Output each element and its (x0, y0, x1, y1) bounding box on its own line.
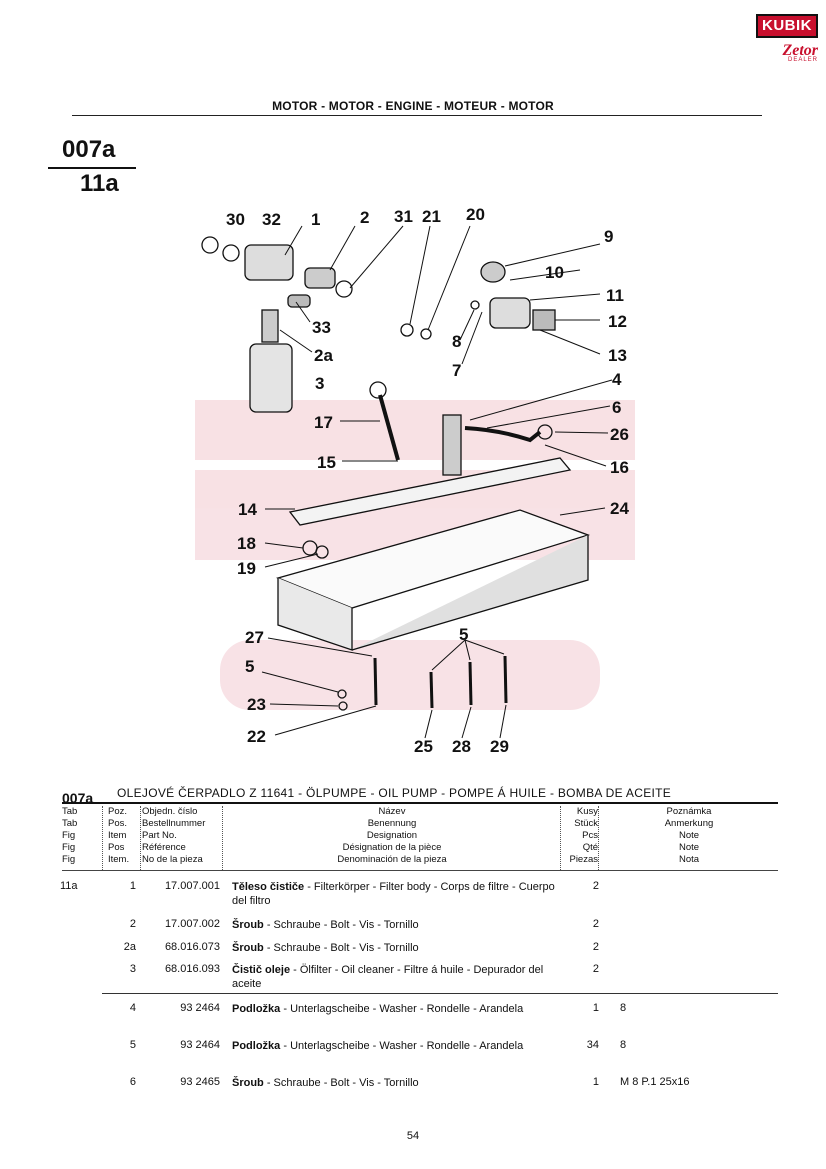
callout-18: 18 (237, 534, 256, 553)
callout-25: 25 (414, 737, 433, 756)
callout-21: 21 (422, 207, 441, 226)
section-number: 007a (62, 136, 116, 163)
callout-17: 15 (317, 453, 336, 472)
callout-28: 28 (452, 737, 471, 756)
callout-6: 6 (612, 398, 621, 417)
callout-5a: 5 (459, 625, 468, 644)
callout-8: 8 (452, 332, 461, 351)
logo-dealer: DEALER (787, 57, 818, 63)
callout-11: 11 (606, 286, 624, 305)
table-title: OLEJOVÉ ČERPADLO Z 11641 - ÖLPUMPE - OIL… (117, 786, 672, 800)
header-divider (72, 115, 762, 116)
callout-4: 4 (612, 370, 622, 389)
callout-5b: 5 (245, 657, 254, 676)
dealer-logo: KUBIK Zetor DEALER (756, 14, 818, 72)
callout-9: 9 (604, 227, 613, 246)
logo-sub: Zetor (782, 42, 818, 59)
callout-13: 13 (608, 346, 627, 365)
callout-3: 3 (315, 374, 324, 393)
callout-30: 30 (226, 210, 245, 229)
table-top-rule (62, 802, 778, 804)
figure-number: 11a (80, 170, 119, 197)
section-divider (48, 167, 136, 169)
callout-19: 19 (237, 559, 256, 578)
callout-32: 32 (262, 210, 281, 229)
callout-1: 1 (311, 210, 320, 229)
callout-31: 31 (394, 207, 413, 226)
callout-27: 27 (245, 628, 264, 647)
callout-22: 22 (247, 727, 266, 746)
callout-16: 17 (314, 413, 333, 432)
callout-29: 29 (490, 737, 509, 756)
header-bottom-rule (62, 870, 778, 871)
callout-10: 10 (545, 263, 564, 282)
callout-2: 2 (360, 208, 369, 227)
logo-brand: KUBIK (756, 14, 818, 38)
exploded-parts-diagram: 30 32 1 2 31 21 20 9 10 11 12 13 33 2a 3… (195, 205, 635, 756)
callout-20: 20 (466, 205, 485, 224)
callout-26: 26 (610, 425, 629, 444)
callout-15: 16 (610, 458, 629, 477)
callout-33: 33 (312, 318, 331, 337)
callout-12: 12 (608, 312, 627, 331)
callout-24: 24 (610, 499, 629, 518)
callout-7: 7 (452, 361, 461, 380)
callout-23: 23 (247, 695, 266, 714)
callout-2a: 2a (314, 346, 333, 365)
page-header-title: MOTOR - MOTOR - ENGINE - MOTEUR - MOTOR (272, 99, 554, 113)
page-number: 54 (406, 1130, 420, 1142)
callout-14: 14 (238, 500, 257, 519)
row-divider (102, 993, 778, 994)
